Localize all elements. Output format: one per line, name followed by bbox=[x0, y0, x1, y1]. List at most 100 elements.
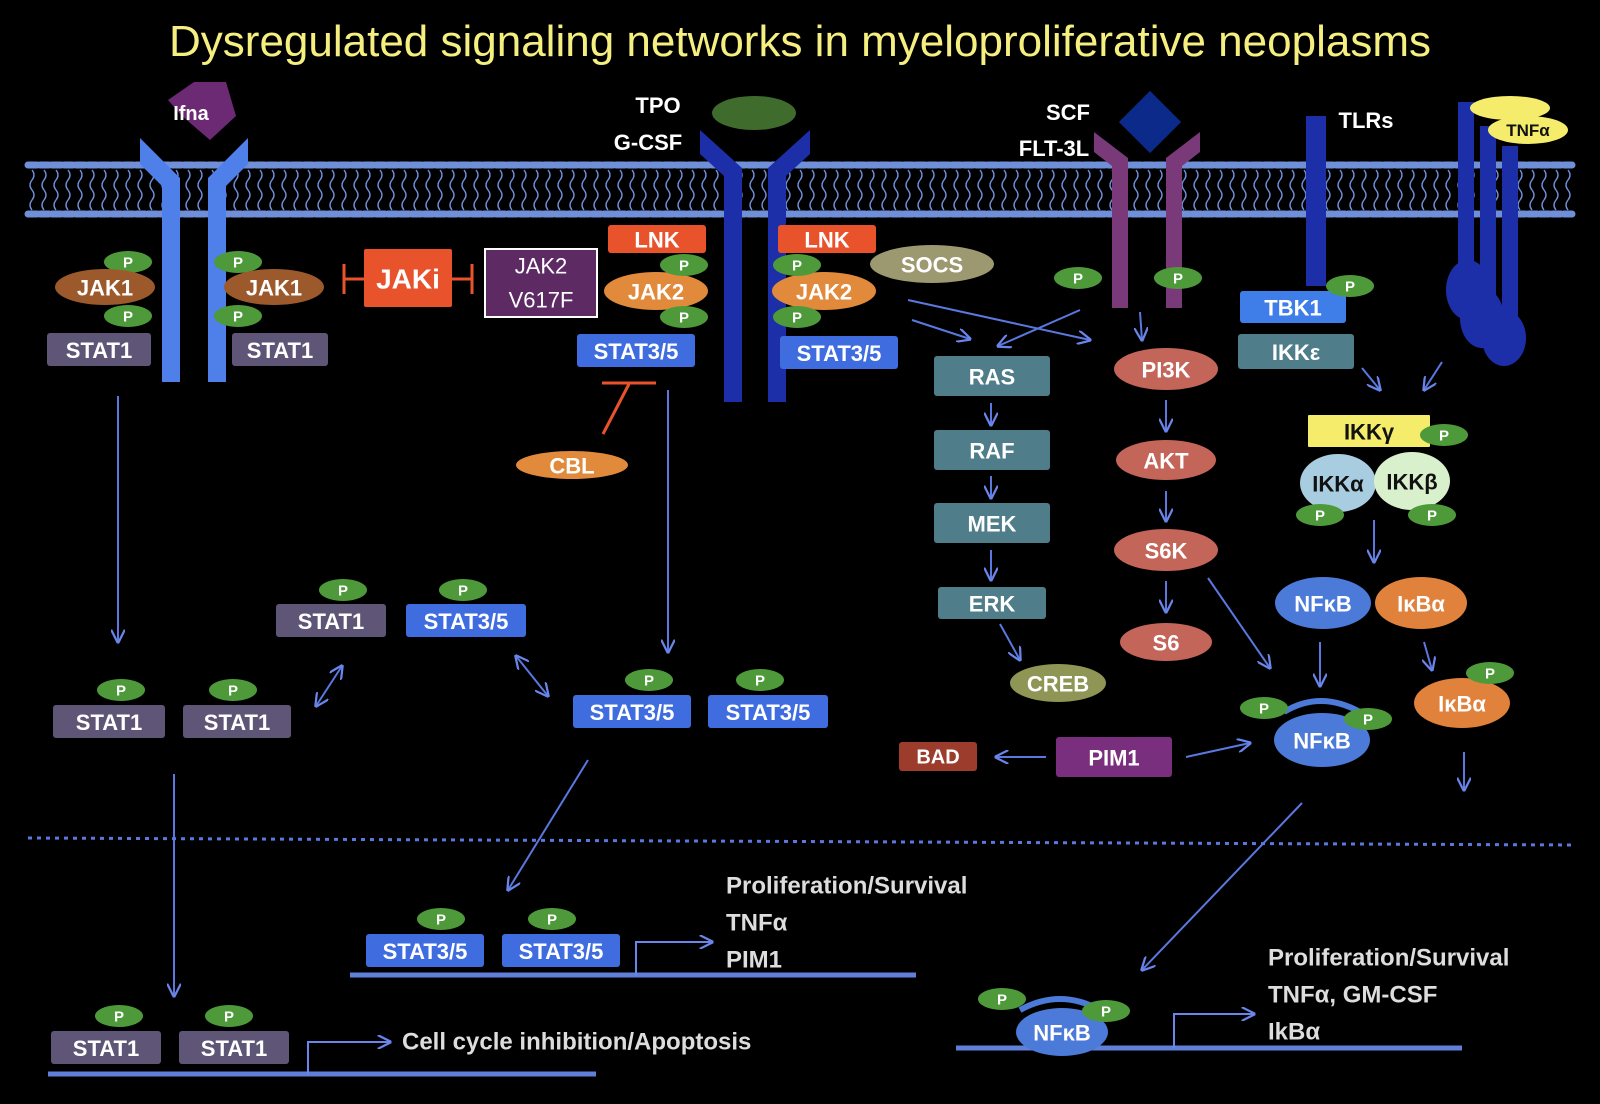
phospho-p-label: P bbox=[1073, 271, 1083, 288]
signal-arrow bbox=[1207, 577, 1270, 668]
nfkb-top bbox=[1275, 577, 1371, 629]
phospho-p-label: P bbox=[679, 310, 689, 327]
stat1-outcome: Cell cycle inhibition/Apoptosis bbox=[402, 1029, 751, 1056]
ikkg-box bbox=[1308, 415, 1430, 447]
phospho-p bbox=[625, 669, 673, 691]
phospho-p bbox=[660, 306, 708, 328]
phospho-p bbox=[1466, 662, 1514, 684]
jaki-box bbox=[364, 249, 452, 307]
tlr-receptor: TLRs bbox=[1306, 108, 1394, 286]
stat1-p-left-box bbox=[53, 705, 165, 738]
stat35-dimer-a-box bbox=[406, 604, 526, 637]
nfkb-mid bbox=[1274, 713, 1370, 767]
stat35-dna-a-label: STAT3/5 bbox=[383, 939, 468, 964]
ras-label: RAS bbox=[969, 365, 1015, 390]
bad-box bbox=[899, 742, 977, 771]
stat1-dna-b-label: STAT1 bbox=[201, 1036, 267, 1061]
signal-arrow bbox=[1142, 802, 1303, 970]
stat1-dimer-a-box bbox=[276, 604, 386, 637]
phospho-p bbox=[1344, 708, 1392, 730]
stat35-p-right-box bbox=[708, 695, 828, 728]
signal-arrow bbox=[1424, 361, 1443, 390]
stat1-dna-a-label: STAT1 bbox=[73, 1036, 139, 1061]
phospho-p-label: P bbox=[1101, 1004, 1111, 1021]
jak2-right bbox=[772, 272, 876, 310]
pim1-box bbox=[1056, 737, 1172, 777]
phospho-p-label: P bbox=[1485, 666, 1495, 683]
pi3k bbox=[1114, 348, 1218, 390]
signal-arrow bbox=[998, 309, 1081, 346]
bad-label: BAD bbox=[916, 747, 959, 769]
nfkb-mid-label: NFκB bbox=[1293, 729, 1350, 754]
signal-arrow bbox=[1361, 367, 1380, 390]
phospho-p-label: P bbox=[123, 309, 133, 326]
phospho-p-label: P bbox=[233, 309, 243, 326]
s6k-label: S6K bbox=[1145, 539, 1188, 564]
ikkb bbox=[1374, 452, 1450, 510]
gcsf-label: G-CSF bbox=[614, 130, 682, 155]
phospho-p bbox=[95, 1005, 143, 1027]
akt-label: AKT bbox=[1143, 449, 1189, 474]
stat35-p-right-label: STAT3/5 bbox=[726, 700, 811, 725]
page-title: Dysregulated signaling networks in myelo… bbox=[169, 17, 1431, 66]
tnfa-ligand bbox=[1488, 116, 1568, 144]
ikkb-label: IKKβ bbox=[1386, 470, 1437, 495]
jak2-left bbox=[604, 272, 708, 310]
tpo-label: TPO bbox=[635, 93, 680, 118]
signal-arrow bbox=[999, 623, 1020, 660]
signal-arrow bbox=[911, 319, 970, 339]
scf-label: SCF bbox=[1046, 100, 1090, 125]
nfkb-dna bbox=[1016, 1008, 1108, 1056]
stat1-p-left-label: STAT1 bbox=[76, 710, 142, 735]
stat35-right-label: STAT3/5 bbox=[797, 341, 882, 366]
phospho-p-label: P bbox=[1259, 701, 1269, 718]
phospho-p-label: P bbox=[116, 683, 126, 700]
phospho-p bbox=[528, 908, 576, 930]
stat35-dimer-a-label: STAT3/5 bbox=[424, 609, 509, 634]
jak2-v617f-line1: JAK2 bbox=[515, 254, 568, 279]
ikka bbox=[1300, 454, 1376, 512]
phospho-p bbox=[1420, 424, 1468, 446]
jak1-left bbox=[55, 269, 155, 305]
stat35-dna-b-box bbox=[502, 934, 620, 967]
mek-box bbox=[934, 503, 1050, 543]
socs bbox=[870, 245, 994, 283]
phospho-p-label: P bbox=[338, 583, 348, 600]
phospho-p bbox=[214, 305, 262, 327]
signal-arrow bbox=[316, 666, 342, 706]
tpo-gcsf-receptor: TPO G-CSF bbox=[614, 93, 810, 402]
phospho-p bbox=[978, 988, 1026, 1010]
mek-label: MEK bbox=[968, 512, 1017, 537]
phospho-p-label: P bbox=[436, 912, 446, 929]
ifna-label: Ifna bbox=[173, 103, 209, 125]
jak1-right bbox=[224, 269, 324, 305]
s6-label: S6 bbox=[1153, 631, 1180, 656]
phospho-p-label: P bbox=[792, 310, 802, 327]
signal-arrow bbox=[907, 299, 1090, 340]
ikkg-label: IKKγ bbox=[1344, 420, 1395, 445]
phospho-p-label: P bbox=[123, 255, 133, 272]
phospho-p bbox=[214, 251, 262, 273]
phospho-p-label: P bbox=[1173, 271, 1183, 288]
stat1-dna-a-box bbox=[51, 1031, 161, 1064]
stat1-left-box bbox=[47, 333, 151, 366]
jak2-v617f-box bbox=[484, 248, 598, 318]
phospho-p-label: P bbox=[114, 1009, 124, 1026]
stat1-dimer-a-label: STAT1 bbox=[298, 609, 364, 634]
ikke-label: IKKε bbox=[1272, 340, 1321, 365]
lnk-left-box bbox=[608, 225, 706, 253]
stat35-outcome-0: Proliferation/Survival bbox=[726, 873, 967, 900]
tnfa-ligand-label: TNFα bbox=[1506, 121, 1550, 140]
creb bbox=[1010, 664, 1106, 702]
stat35-p-left-label: STAT3/5 bbox=[590, 700, 675, 725]
phospho-p bbox=[439, 579, 487, 601]
tlrs-label: TLRs bbox=[1339, 108, 1394, 133]
phospho-p bbox=[773, 254, 821, 276]
akt bbox=[1116, 440, 1216, 480]
phospho-p bbox=[1296, 504, 1344, 526]
phospho-p-label: P bbox=[1439, 428, 1449, 445]
phospho-p bbox=[1054, 267, 1102, 289]
scf-ligand bbox=[1118, 90, 1182, 154]
phospho-p-label: P bbox=[233, 255, 243, 272]
